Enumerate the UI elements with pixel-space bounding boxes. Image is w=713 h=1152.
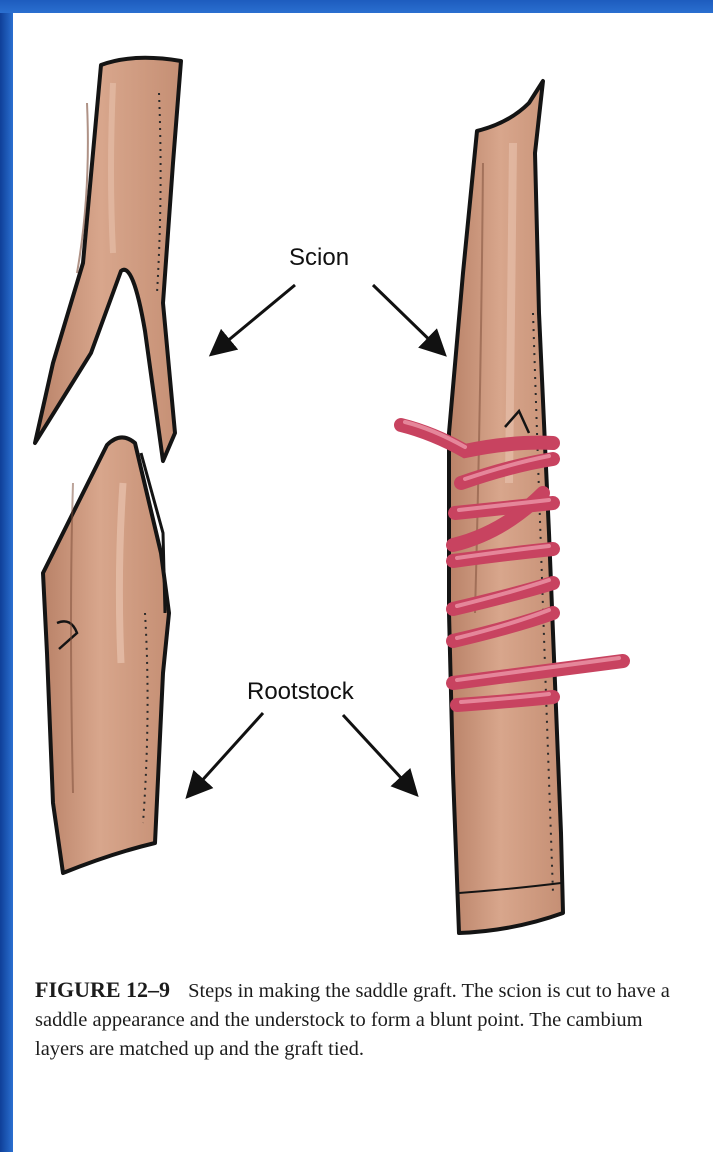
slide-frame-top bbox=[0, 0, 713, 13]
rootstock-piece bbox=[43, 437, 169, 873]
rootstock-label: Rootstock bbox=[247, 678, 355, 705]
grafted-stem bbox=[401, 81, 623, 933]
scion-label: Scion bbox=[289, 244, 349, 271]
scion-piece bbox=[35, 58, 181, 461]
scion-arrows bbox=[213, 285, 443, 353]
slide-frame-left bbox=[0, 0, 13, 1152]
figure-number: FIGURE 12–9 bbox=[35, 977, 170, 1002]
rootstock-arrows bbox=[189, 713, 415, 795]
saddle-graft-illustration: Scion Rootstock bbox=[13, 13, 713, 963]
